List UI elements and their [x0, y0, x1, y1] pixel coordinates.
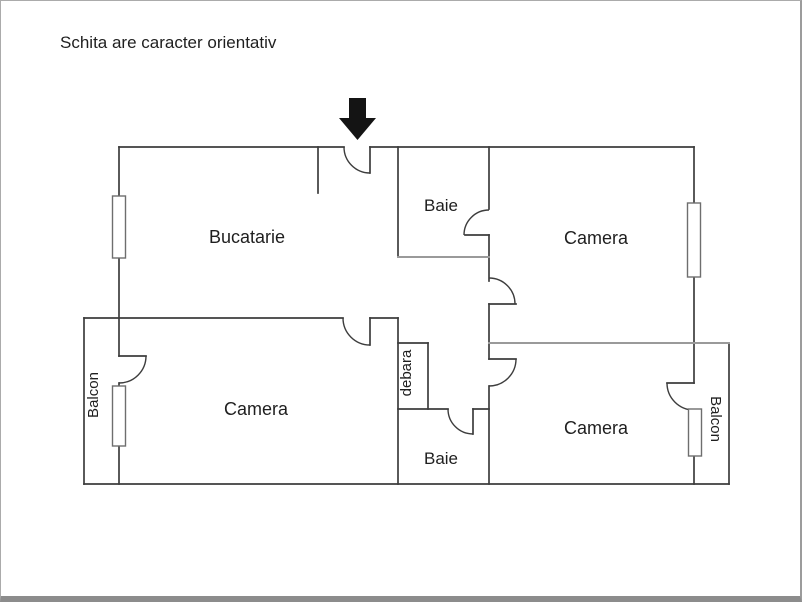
room-label-balcon-right: Balcon [707, 396, 724, 442]
room-label-camera-top-right: Camera [564, 228, 629, 248]
room-label-camera-bottom-right: Camera [564, 418, 629, 438]
balcon-right-door-arc [666, 382, 695, 411]
walls [83, 146, 730, 485]
room-label-bucatarie: Bucatarie [209, 227, 285, 247]
camera-br-door-arc [488, 358, 517, 387]
camera-bl-window-icon [111, 385, 127, 447]
page-title: Schita are caracter orientativ [60, 33, 277, 52]
baie-top-door-arc [463, 209, 490, 236]
room-label-baie-top: Baie [424, 196, 458, 215]
bucatarie-window-icon [111, 195, 127, 259]
windows [111, 195, 703, 457]
baie-bottom-door-arc [447, 408, 474, 435]
room-labels: BucatarieBaieCameraCameraCameraBaiedebar… [85, 196, 724, 468]
room-label-debara: debara [398, 349, 415, 396]
room-label-camera-bottom-left: Camera [224, 399, 289, 419]
room-label-baie-bottom: Baie [424, 449, 458, 468]
balcon-left-door-arc [118, 355, 147, 384]
room-label-balcon-left: Balcon [85, 372, 102, 418]
entrance-door-arc [343, 146, 371, 174]
door-arcs [118, 146, 695, 435]
entrance-arrow-icon [339, 98, 376, 140]
camera-tr-door-arc [488, 277, 516, 305]
camera-br-window-icon [687, 408, 703, 457]
camera-bl-door-arc [342, 317, 371, 346]
camera-tr-window-icon [686, 202, 702, 278]
